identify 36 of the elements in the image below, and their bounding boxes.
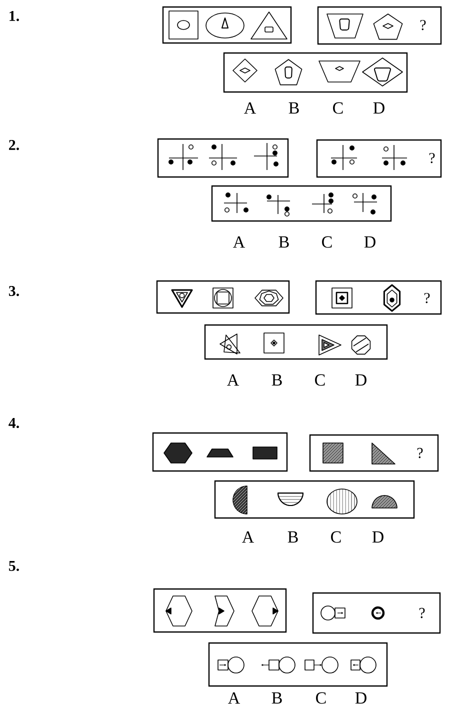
options-panel <box>208 642 388 687</box>
sequence-panel <box>162 6 292 44</box>
option-letter: A <box>227 374 240 386</box>
option-letter: B <box>288 102 299 114</box>
options-panel <box>211 185 392 222</box>
option-letter: C <box>333 102 343 114</box>
option-letter: A <box>244 102 256 114</box>
question-panel: ? <box>309 434 439 472</box>
option-letter: C <box>322 236 332 248</box>
option-letter: B <box>272 374 282 386</box>
question-number: 2. <box>9 140 19 150</box>
sequence-panel <box>156 280 290 314</box>
option-letter: D <box>364 236 376 248</box>
option-letter: D <box>372 531 384 543</box>
options-panel <box>204 324 388 360</box>
question-panel: ? <box>312 592 441 634</box>
option-letter: D <box>373 102 384 114</box>
option-letter: B <box>288 531 298 543</box>
option-letter: C <box>315 374 325 386</box>
question-number: 4. <box>8 418 19 428</box>
question-number: 1. <box>10 10 19 22</box>
question-panel: ? <box>315 280 442 315</box>
sequence-panel <box>153 588 287 633</box>
sequence-panel <box>157 138 289 178</box>
option-letter: B <box>278 236 289 248</box>
question-number: 5. <box>8 561 19 572</box>
option-letter: C <box>331 531 341 543</box>
question-panel: ? <box>317 6 442 45</box>
option-letter: D <box>355 374 366 386</box>
option-letter: A <box>242 531 254 543</box>
question-number: 3. <box>8 286 19 296</box>
options-panel <box>214 480 415 519</box>
option-letter: A <box>233 236 246 248</box>
options-panel <box>223 52 408 93</box>
question-panel: ? <box>316 139 442 178</box>
sequence-panel <box>152 432 288 472</box>
